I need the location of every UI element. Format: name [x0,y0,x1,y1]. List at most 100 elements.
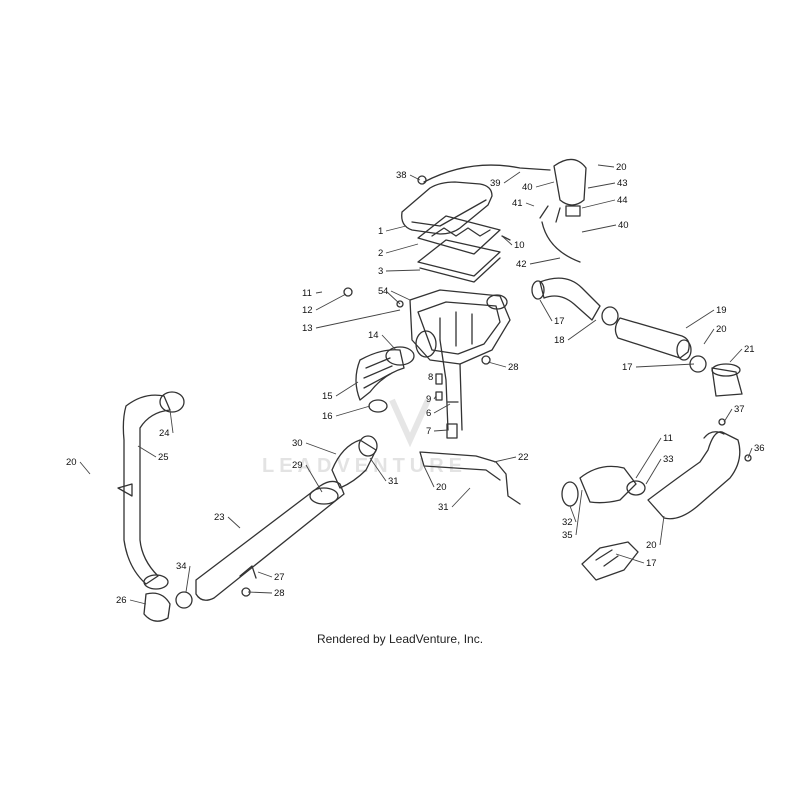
callout-label: 32 [562,517,573,528]
callout-leader [587,182,616,189]
callout-label: 41 [512,198,523,209]
callout-leader [567,319,597,341]
callout-label: 36 [754,443,765,454]
callout-leader [137,445,157,458]
callout-leader [635,363,695,368]
callout-label: 13 [302,323,313,334]
callout-label: 22 [518,452,529,463]
callout-label: 2 [378,248,383,259]
duct-35 [647,431,741,520]
callout-label: 29 [292,460,303,471]
breather-separator [553,158,587,206]
callout-label: 42 [516,259,527,270]
callout-label: 3 [378,266,383,277]
callout-label: 33 [663,454,674,465]
callout-leader [539,299,553,322]
callout-leader [385,269,421,272]
callout-leader [423,465,435,488]
callout-leader [433,395,437,400]
exhaust-pipes-left [117,391,378,622]
callout-label: 20 [646,540,657,551]
callout-leader [729,348,743,363]
callout-label: 43 [617,178,628,189]
callout-leader [385,243,419,254]
callout-label: 31 [438,502,449,513]
callout-label: 44 [617,195,628,206]
breather-hose [423,164,551,183]
callout-leader [525,202,535,207]
watermark-text: LEADVENTURE [262,455,467,477]
airbox-outlet [486,294,508,310]
fastener-12 [343,287,353,297]
callout-label: 9 [426,394,431,405]
callout-leader [503,171,521,184]
fastener-37 [718,418,726,426]
fasteners-misc [241,175,752,597]
callout-label: 37 [734,404,745,415]
fastener-28-top [481,355,491,365]
callout-label: 17 [622,362,633,373]
callout-leader [305,464,323,493]
callout-leader [635,437,662,479]
callout-label: 38 [396,170,407,181]
callout-label: 17 [554,316,565,327]
callout-label: 20 [66,457,77,468]
callout-leader [493,456,517,463]
callout-leader [227,516,241,529]
callout-label: 16 [322,411,333,422]
elbow-26 [143,592,171,622]
callout-label: 20 [716,324,727,335]
callout-label: 28 [508,362,519,373]
callout-leader [129,599,147,605]
callout-leader [315,309,401,329]
callout-leader [79,461,91,475]
airbox-cover [401,181,493,235]
intake-tube-19 [614,317,690,359]
callout-leader [385,225,407,232]
callout-leader [369,457,387,482]
callout-leader [575,489,583,536]
cover-gasket [417,215,501,255]
callout-label: 10 [514,240,525,251]
callout-leader [535,181,555,188]
callout-label: 40 [618,220,629,231]
callout-leader [433,429,449,432]
fastener-38 [417,175,427,185]
callout-leader [615,553,645,564]
callout-leader [169,409,174,434]
callout-leader [335,405,371,417]
callout-leader [433,403,451,414]
pipe-25 [122,394,171,585]
callout-label: 5 [378,286,383,297]
callout-label: 27 [274,572,285,583]
intake-boot-left [355,346,415,413]
callout-leader [385,290,401,305]
callout-label: 35 [562,530,573,541]
callout-leader [645,458,662,485]
fastener-5 [396,300,404,308]
callout-label: 11 [663,433,673,444]
callout-leader [390,290,411,301]
callout-leader [581,199,616,209]
callout-label: 40 [522,182,533,193]
callout-leader [257,571,273,578]
callout-label: 30 [292,438,303,449]
airbox-cover-assembly [401,158,587,283]
callout-leader [409,174,421,181]
callout-leader [529,257,561,265]
callout-label: 15 [322,391,333,402]
callout-label: 8 [428,372,433,383]
credit-text: Rendered by LeadVenture, Inc. [316,632,484,646]
callout-label: 26 [116,595,127,606]
bracket-44 [565,205,581,217]
callout-leader [451,487,471,508]
callout-leader [501,235,513,246]
callout-label: 17 [646,558,657,569]
callout-leader [315,291,323,294]
callout-leader [703,328,715,345]
callout-label: 31 [388,476,399,487]
drain-hose [541,221,581,263]
callout-leader [723,408,733,423]
air-filter-element [417,239,501,277]
